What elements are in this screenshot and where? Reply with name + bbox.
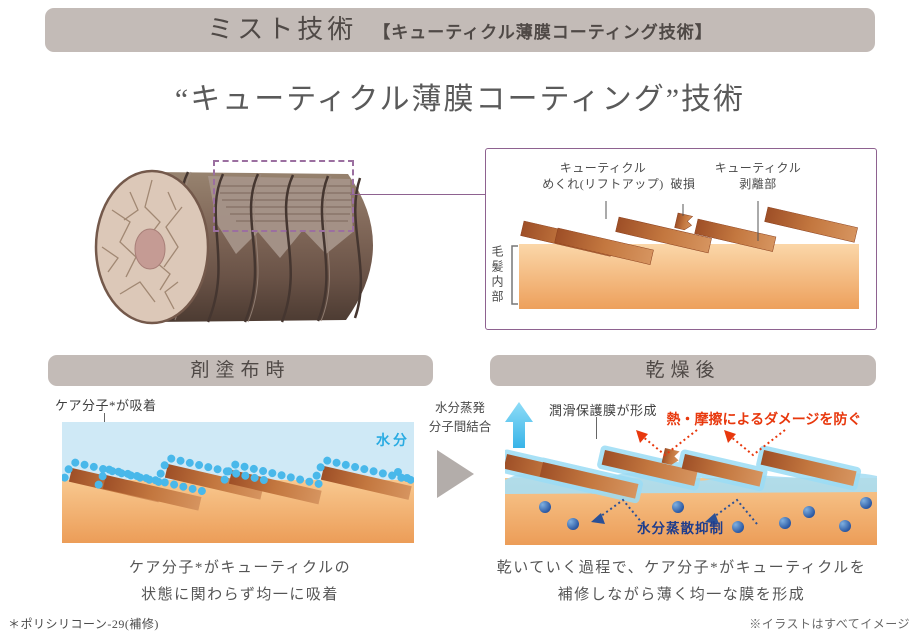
inner-bracket xyxy=(511,245,518,305)
evaporation-arrow-up-icon xyxy=(505,402,533,448)
water-molecules xyxy=(539,497,872,533)
heat-arrowheads xyxy=(636,430,736,443)
label-hair-inner: 毛髪内部 xyxy=(490,245,504,305)
label-heat-friction: 熱・摩擦によるダメージを防ぐ xyxy=(666,413,862,428)
hair-inner-region xyxy=(519,244,859,309)
care-molecule-chains xyxy=(62,454,414,495)
label-moisture-suppress: 水分蒸散抑制 xyxy=(637,521,724,536)
arrow-right-icon xyxy=(437,450,474,498)
cuticle-detail-box: キューティクル めくれ(リフトアップ) 破損 キューティクル 剥離部 毛髪内部 xyxy=(485,148,877,330)
hair-highlight-zone xyxy=(208,176,353,258)
label-care-adsorb: ケア分子*が吸着 xyxy=(55,398,157,413)
cuticle-detail-illustration xyxy=(511,201,859,309)
broken-scale-stub xyxy=(661,448,680,465)
page-title: “キューティクル薄膜コーティング”技術 xyxy=(174,83,746,116)
moisture-arrowheads xyxy=(591,513,719,524)
film-leader-line xyxy=(596,417,597,439)
header-bar: ミスト技術【キューティクル薄膜コーティング技術】 xyxy=(45,8,875,52)
section-header-applied: 剤塗布時 xyxy=(48,355,433,386)
label-cuticle-lift: キューティクル めくれ(リフトアップ) xyxy=(542,161,664,191)
heat-reflect-arrows xyxy=(641,429,786,457)
cortex-cell-texture xyxy=(101,179,183,310)
label-leader-lines xyxy=(605,201,759,241)
transition-text: 水分蒸発 分子間結合 xyxy=(428,401,492,434)
header-title: ミスト技術 xyxy=(207,15,358,44)
applied-state-illustration xyxy=(62,422,414,543)
zoom-region-outline xyxy=(213,160,354,232)
caption-applied: ケア分子*がキューティクルの 状態に関わらず均一に吸着 xyxy=(128,560,352,603)
label-water: 水分 xyxy=(376,434,410,449)
header-subtitle: 【キューティクル薄膜コーティング技術】 xyxy=(373,23,713,42)
cuticle-scales xyxy=(505,448,857,499)
broken-scale-stub xyxy=(674,212,694,231)
cuticle-scales xyxy=(520,206,858,265)
footnote-disclaimer: ※イラストはすべてイメージ xyxy=(749,617,910,631)
dried-state-illustration xyxy=(505,402,877,545)
moisture-block-arrows xyxy=(596,498,758,525)
zoom-connector-line xyxy=(350,194,485,195)
label-peel: キューティクル 剥離部 xyxy=(714,161,802,191)
section-header-dried: 乾燥後 xyxy=(490,355,876,386)
footnote-ingredient: ＊ポリシリコーン-29(補修) xyxy=(8,617,159,631)
label-protective-film: 潤滑保護膜が形成 xyxy=(549,403,658,418)
medulla xyxy=(134,228,166,270)
caption-dried: 乾いていく過程で、ケア分子*がキューティクルを 補修しながら薄く均一な膜を形成 xyxy=(496,560,867,603)
label-damage: 破損 xyxy=(670,177,696,191)
hair-shaft-illustration xyxy=(94,169,374,325)
